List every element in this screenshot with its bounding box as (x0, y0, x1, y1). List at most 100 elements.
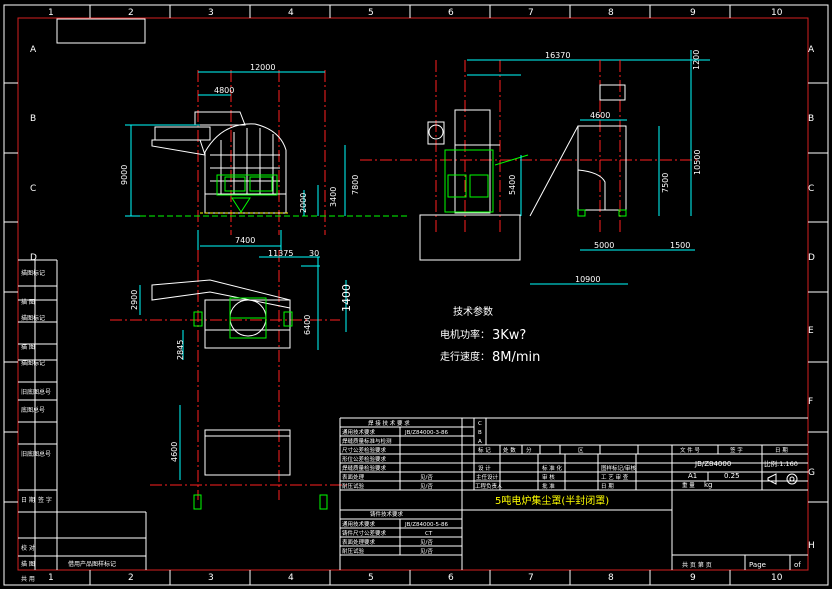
dim-5000: 5000 (594, 241, 614, 250)
left-col-label: 日 期 (21, 496, 35, 504)
req2-row-label: 通用技术要求 (342, 520, 376, 528)
front-elevation-view: 12000 4800 9000 3400 2000 7800 7400 (120, 63, 410, 250)
req2-row-label: 耐压试验 (342, 547, 365, 555)
req-row-label: 耐压试验 (342, 482, 365, 490)
dim-3400: 3400 (329, 187, 338, 207)
dim-16370: 16370 (545, 51, 570, 60)
dim-1500: 1500 (670, 241, 690, 250)
dim-2845: 2845 (176, 340, 185, 360)
left-col-label: 旧底图总号 (21, 388, 51, 396)
page-label: Page (749, 561, 766, 569)
left-col-label: 描 图 (21, 298, 35, 306)
tech-speed-label: 走行速度： (440, 350, 490, 363)
col-label-bottom: 10 (771, 573, 783, 583)
left-col-label: 旧底图总号 (21, 450, 51, 458)
sig-label: 图样标记/审核 (601, 464, 636, 472)
left-col-label: 描图标记 (21, 314, 45, 322)
dim-10500: 10500 (693, 150, 702, 175)
dim-7800: 7800 (351, 175, 360, 195)
dim-7500: 7500 (661, 173, 670, 193)
weight-label: 重 量 (682, 481, 695, 489)
dim-30: 30 (309, 249, 319, 258)
drawing-title: 5吨电炉集尘罩(半封闭罩) (495, 494, 609, 507)
lower-section-view: 4600 (150, 405, 350, 510)
sheet-outer-border (3, 4, 829, 586)
dim-5400: 5400 (508, 175, 517, 195)
col-label-top: 2 (128, 8, 134, 18)
dim-10900: 10900 (575, 275, 600, 284)
sig-label: 审 核 (542, 473, 555, 481)
left-col-label: 描 图 (21, 560, 35, 568)
req-row-label: 表面处理 (342, 473, 365, 481)
sheet-size: A1 (688, 472, 697, 480)
sign-label: 签 字 (730, 446, 743, 454)
row-label-left: D (30, 253, 37, 263)
row-label-left: A (30, 45, 37, 55)
dim-6400: 6400 (303, 315, 312, 335)
req2-row-label: 表面处理要求 (342, 538, 376, 546)
col-label-top: 9 (690, 8, 696, 18)
col-label-top: 3 (208, 8, 214, 18)
col-label-top: 5 (368, 8, 374, 18)
col-label-bottom: 2 (128, 573, 134, 583)
row-label-right: D (808, 253, 815, 263)
col-label-bottom: 5 (368, 573, 374, 583)
row-label-right: F (808, 397, 813, 407)
row-labels-right: A B C D E F G H (808, 45, 828, 551)
row-label-right: H (808, 541, 815, 551)
col-label-bottom: 3 (208, 573, 214, 583)
col-label-top: 6 (448, 8, 454, 18)
rev-col: 处 数 (503, 446, 516, 454)
of-label: of (794, 561, 801, 569)
dim-4600-lower: 4600 (170, 442, 179, 462)
tech-heading: 技术参数 (453, 305, 493, 318)
right-side-view: 4600 1200 10500 7500 5000 1500 10900 (529, 50, 702, 285)
title-block: 焊 接 技 术 要 求 通用技术要求 JB/Z84000-3-86 焊缝质量标准… (339, 417, 808, 570)
left-col-label: 描 图 (21, 343, 35, 351)
row-label-right: G (808, 468, 815, 478)
sig-label: 主任设计 (476, 473, 499, 481)
left-col-bottom-note: 借用产品图样标记 (68, 560, 116, 568)
sheet-total-label: 共 页 第 页 (682, 561, 712, 569)
tech-speed-value: 8M/min (492, 350, 540, 365)
rev-col: 区 (578, 447, 584, 454)
column-labels-top: 1 2 3 4 5 6 7 8 9 10 (48, 5, 783, 18)
req-row-value: 见/否 (420, 483, 433, 490)
req-row-label: 形位公差检验要求 (342, 455, 387, 463)
req2-row-value: CT (425, 531, 433, 537)
rev-col: 分 (526, 446, 532, 454)
row-label-right: B (808, 114, 814, 124)
dim-4800-top: 4800 (214, 86, 234, 95)
req-row-label: 焊缝质量检验要求 (342, 464, 387, 472)
sig-label: 工程负责人 (475, 482, 503, 490)
rev-mark: C (478, 421, 482, 427)
left-col-label: 签 字 (38, 496, 52, 504)
sig-label: 设 计 (478, 464, 491, 472)
col-label-bottom: 8 (608, 573, 614, 583)
scale: 比例:1:160 (764, 459, 798, 468)
sig-label: 标 准 化 (542, 464, 562, 472)
dim-2000: 2000 (299, 193, 308, 213)
req-row-value: JB/Z84000-3-86 (404, 430, 448, 436)
side-elevation-view: 16370 5400 (360, 51, 710, 261)
drawing-number: JB/Z84000 (694, 460, 731, 468)
row-label-right: E (808, 326, 814, 336)
col-label-top: 10 (771, 8, 783, 18)
col-label-bottom: 4 (288, 573, 294, 583)
col-label-bottom: 1 (48, 573, 54, 583)
left-col-label: 校 对 (21, 544, 35, 552)
tech-power-value: 3Kw? (492, 328, 526, 343)
req-row-label: 焊缝质量标准与检测 (342, 437, 392, 445)
req2-row-label: 铸件尺寸公差要求 (342, 529, 387, 537)
code-box-top-left (56, 18, 146, 44)
left-col-label: 底图总号 (21, 406, 45, 414)
req-row-label: 尺寸公差检验要求 (342, 446, 387, 454)
tech-power-label: 电机功率： (440, 328, 490, 341)
date-label: 日 期 (775, 447, 788, 454)
req-row-label: 通用技术要求 (342, 428, 376, 436)
req-header: 焊 接 技 术 要 求 (368, 419, 410, 427)
col-label-top: 8 (608, 8, 614, 18)
col-label-bottom: 6 (448, 573, 454, 583)
req2-row-value: 见/否 (420, 539, 433, 546)
